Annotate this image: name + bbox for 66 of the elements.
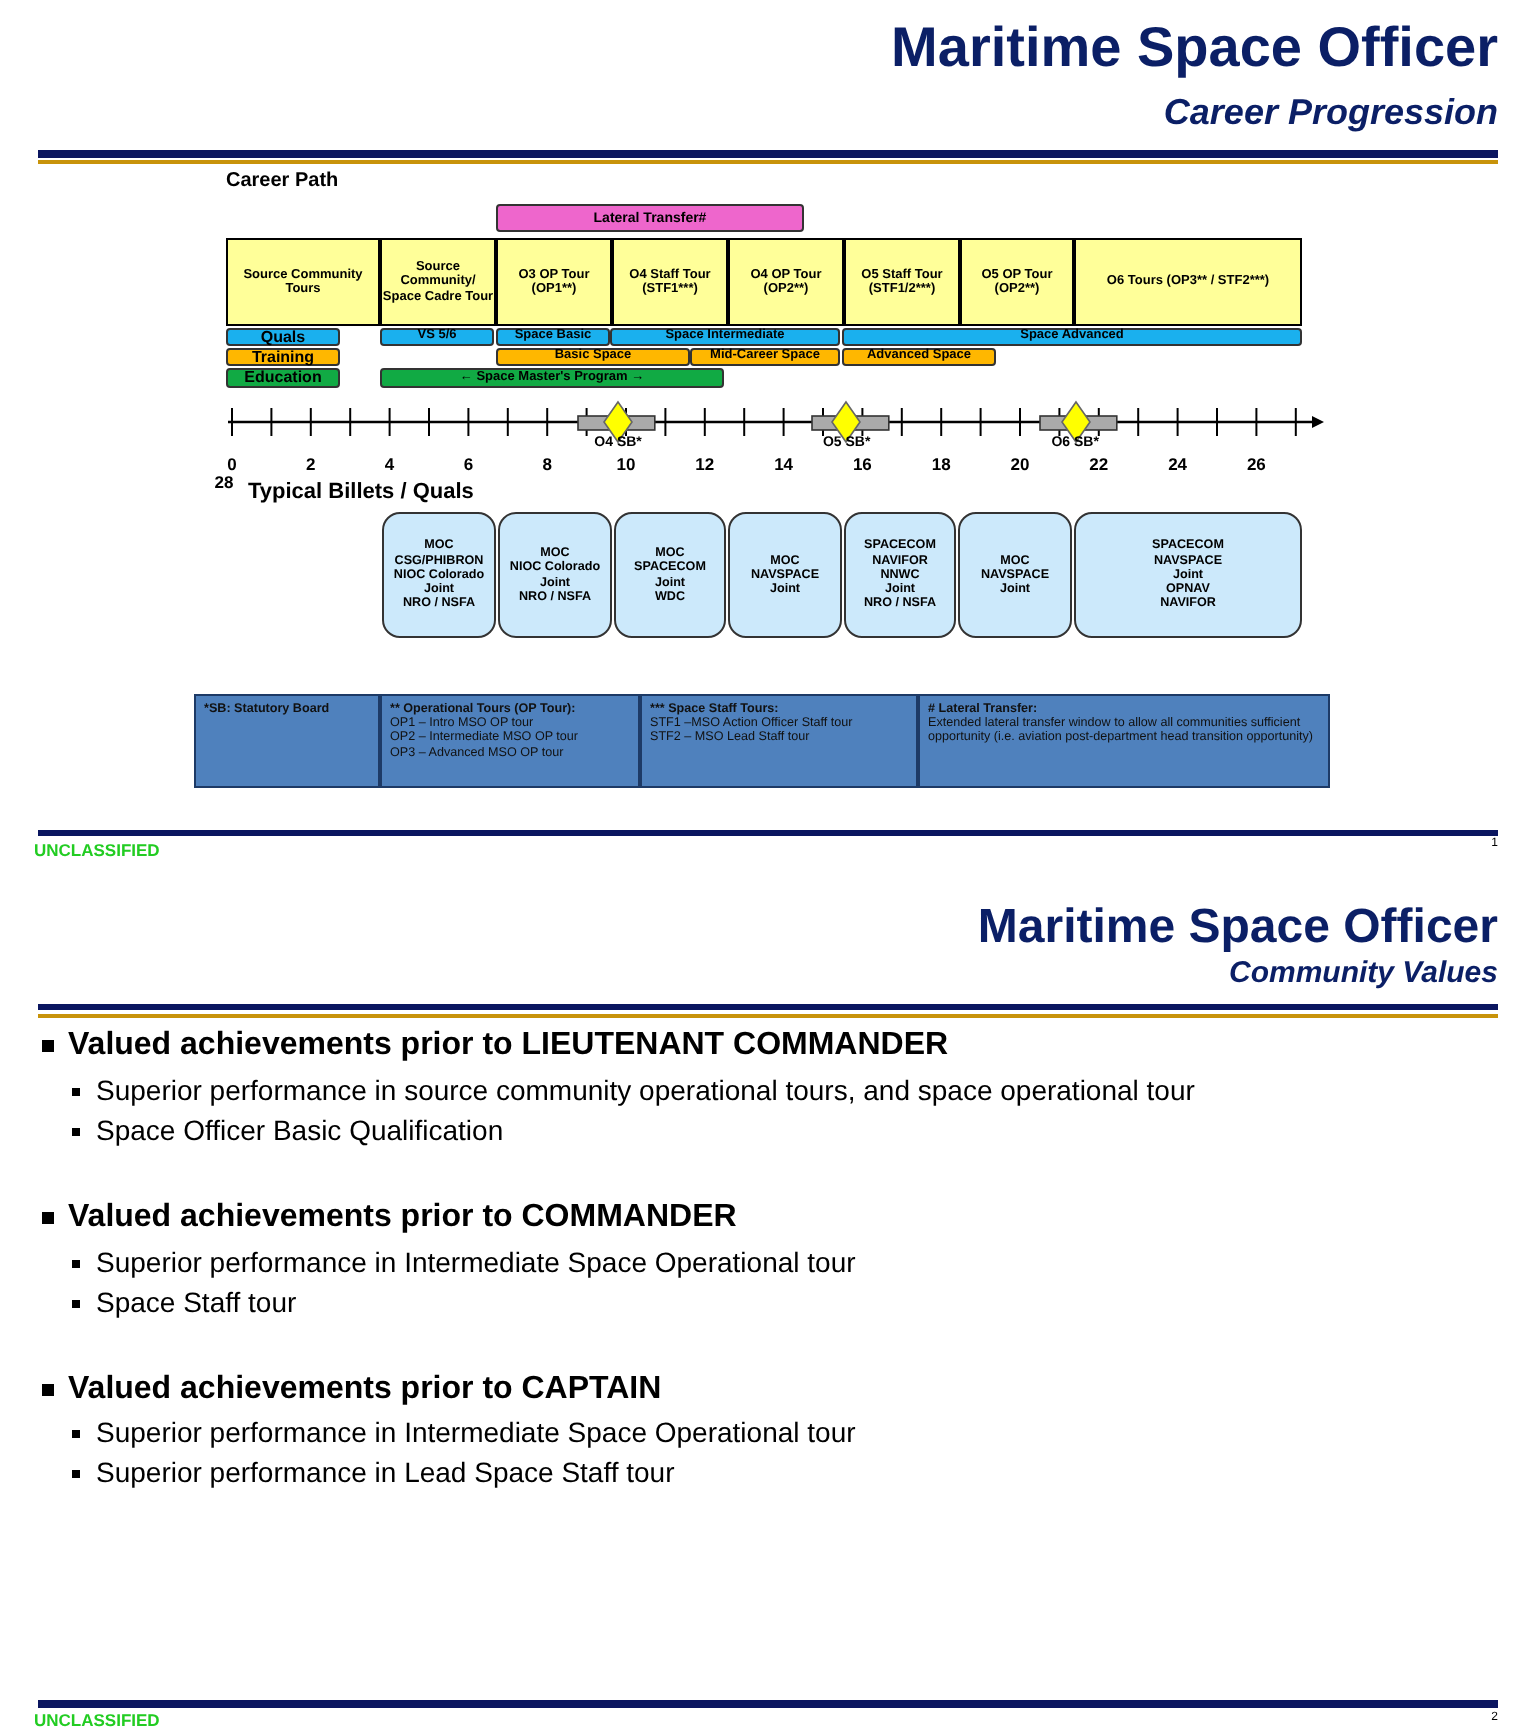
tick-label: 12 [693, 454, 717, 474]
bullet-item: Superior performance in Lead Space Staff tour [96, 1456, 675, 1488]
tick-label: 10 [614, 454, 638, 474]
tick-label: 4 [382, 454, 397, 474]
tour-box [728, 238, 844, 326]
billet-box [728, 512, 842, 638]
bullet-heading: Valued achievements prior to COMMANDER [68, 1200, 737, 1236]
education-bar [226, 368, 340, 388]
billet-box [958, 512, 1072, 638]
note-box [918, 694, 1330, 788]
bullet-item: Superior performance in source community operational tours, and space operational tour [96, 1074, 1195, 1106]
bullet-item: Space Officer Basic Qualification [96, 1114, 504, 1146]
classification-marking: UNCLASSIFIED [34, 840, 162, 860]
note-box [640, 694, 918, 788]
tour-box [496, 238, 612, 326]
tick-label: 14 [772, 454, 796, 474]
billet-box [844, 512, 956, 638]
tick-label: 0 [225, 454, 239, 474]
bullet-heading: Valued achievements prior to CAPTAIN [68, 1372, 662, 1408]
qual-bar [842, 328, 1302, 346]
tick-label: 8 [540, 454, 554, 474]
qual-bar [380, 328, 494, 346]
node-text: Education [244, 370, 322, 386]
section-heading: Typical Billets / Quals [248, 480, 476, 504]
qual-bar [226, 328, 340, 346]
tour-box [226, 238, 380, 326]
bullet-item: Space Staff tour [96, 1286, 297, 1318]
billet-box [1074, 512, 1302, 638]
tour-box [1074, 238, 1302, 326]
tick-label: 20 [1008, 454, 1032, 474]
classification-marking: UNCLASSIFIED [34, 1710, 162, 1730]
billet-box [498, 512, 612, 638]
note-box [380, 694, 640, 788]
tick-label: 18 [929, 454, 953, 474]
node-text: Quals [260, 329, 306, 345]
tick-label: 26 [1244, 454, 1268, 474]
tick-label: 16 [850, 454, 874, 474]
transfer-bar [496, 204, 804, 232]
tour-box [960, 238, 1074, 326]
slide-subtitle: Career Progression [1161, 92, 1498, 134]
tick-label: 28 [212, 472, 236, 492]
tick-label: 22 [1087, 454, 1111, 474]
tour-box [844, 238, 960, 326]
training-bar [226, 348, 340, 366]
billet-box [614, 512, 726, 638]
training-bar [842, 348, 996, 366]
bullet-item: Superior performance in Intermediate Space Operational tour [96, 1416, 856, 1448]
qual-bar [610, 328, 840, 346]
tour-box [612, 238, 728, 326]
note-box [194, 694, 380, 788]
bullet-item: Superior performance in Intermediate Space Operational tour [96, 1246, 856, 1278]
slide-title: Maritime Space Officer [889, 16, 1498, 82]
node-text: Training [251, 349, 315, 365]
section-heading: Career Path [226, 170, 341, 192]
tour-box [380, 238, 496, 326]
training-bar [496, 348, 690, 366]
tick-label: 6 [461, 454, 476, 474]
tick-label: 2 [304, 454, 318, 474]
education-bar [380, 368, 724, 388]
billet-box [382, 512, 496, 638]
slide-title: Maritime Space Officer [975, 900, 1498, 956]
bullet-heading: Valued achievements prior to LIEUTENANT COMMANDER [68, 1028, 949, 1064]
qual-bar [496, 328, 610, 346]
slide-subtitle: Community Values [1227, 956, 1498, 990]
tick-label: 24 [1166, 454, 1190, 474]
training-bar [690, 348, 840, 366]
